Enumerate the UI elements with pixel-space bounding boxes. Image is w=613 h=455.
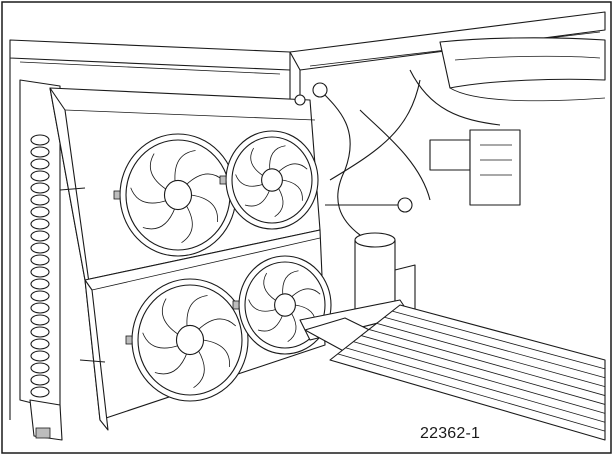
coil-loop xyxy=(30,326,50,338)
coil-loop xyxy=(30,362,50,374)
coil-loop xyxy=(30,338,50,350)
coil-loop xyxy=(30,218,50,230)
fan-blade xyxy=(244,189,271,207)
upper-duct xyxy=(439,37,606,102)
fan-blade xyxy=(197,318,237,331)
fan-blade xyxy=(186,295,208,328)
drip-tray xyxy=(329,304,606,441)
fan-blade xyxy=(277,163,308,173)
fan-blade xyxy=(142,332,179,349)
fan-group xyxy=(113,130,332,402)
coil-loop xyxy=(30,350,50,362)
tray-rib xyxy=(361,335,606,405)
fan xyxy=(125,278,249,402)
coil-loop xyxy=(30,374,50,386)
fan xyxy=(113,133,237,257)
fan-mount xyxy=(232,300,240,310)
fan-blade xyxy=(290,288,321,298)
fan-blade xyxy=(235,174,264,187)
tray-rib xyxy=(392,310,606,370)
coil-bank xyxy=(19,79,61,411)
fan-blade xyxy=(142,207,176,230)
fan-blade xyxy=(174,150,196,183)
fan-blade xyxy=(202,339,230,368)
fan-blade xyxy=(282,270,299,296)
coil-loop xyxy=(30,230,50,242)
fan-blade xyxy=(130,187,167,204)
tray-rib xyxy=(353,341,606,414)
fan-blade xyxy=(154,352,188,375)
coil-loop xyxy=(30,278,50,290)
fin-indicator-lower xyxy=(79,359,106,363)
coil-loop xyxy=(30,194,50,206)
figure-number: 22362-1 xyxy=(420,425,481,442)
fan-blade xyxy=(274,187,284,218)
fan-blade xyxy=(181,204,193,244)
coil-loop xyxy=(30,254,50,266)
coil-loop xyxy=(30,266,50,278)
coil-loop xyxy=(30,170,50,182)
coil-loop xyxy=(30,242,50,254)
coil-loop xyxy=(30,302,50,314)
coil-loop xyxy=(30,314,50,326)
fan-hub xyxy=(274,293,296,317)
fan-blade xyxy=(248,299,277,312)
fan-blade xyxy=(161,298,179,335)
fin-indicator-upper xyxy=(59,187,86,191)
tray-rib xyxy=(384,316,606,379)
fan-blade xyxy=(281,179,303,201)
fan-blade xyxy=(257,314,284,332)
fan-blade xyxy=(263,272,277,301)
coil-loop xyxy=(30,290,50,302)
coil-loop xyxy=(30,206,50,218)
tray-rib xyxy=(345,347,606,423)
coil-loop xyxy=(30,158,50,170)
tray-rib xyxy=(376,322,606,388)
coil-loop xyxy=(30,134,50,146)
coil-loop xyxy=(30,146,50,158)
refrigerant-piping xyxy=(294,69,521,236)
coil-loop xyxy=(30,182,50,194)
fan-mount xyxy=(125,335,133,345)
fan xyxy=(219,130,319,230)
fan-blade xyxy=(190,194,218,223)
fan-mount xyxy=(219,175,227,185)
coil-loop xyxy=(30,386,50,398)
fan-blade xyxy=(287,312,297,343)
mounting-bracket xyxy=(29,399,63,441)
fan-mount xyxy=(113,190,121,200)
tray-rib xyxy=(337,353,606,432)
fan-blade xyxy=(250,147,264,176)
fan-blade xyxy=(269,145,286,171)
tray-rib xyxy=(368,329,606,396)
fan-blade xyxy=(149,153,167,190)
fan-hub xyxy=(261,168,283,192)
fan-hub xyxy=(163,179,193,211)
fan-blade xyxy=(193,349,205,389)
fan-hub xyxy=(175,324,205,356)
